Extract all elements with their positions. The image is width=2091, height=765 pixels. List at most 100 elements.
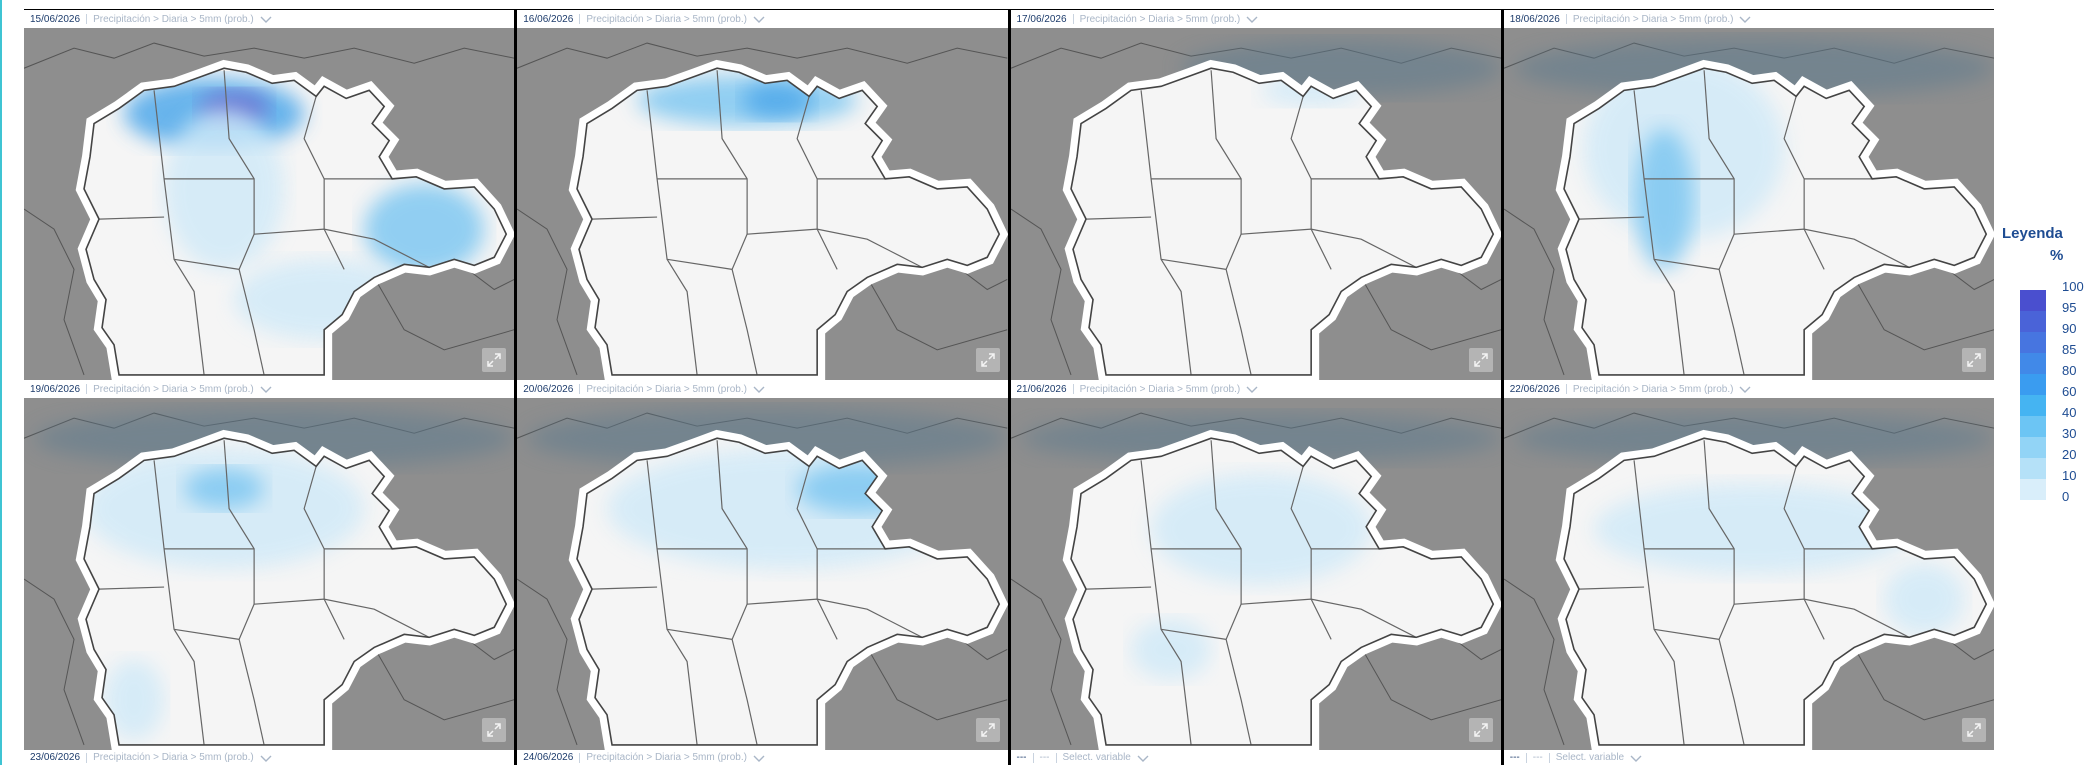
province-border <box>99 216 165 220</box>
panel-header[interactable]: 21/06/2026 Precipitación > Diaria > 5mm … <box>1010 380 1501 398</box>
precip-area <box>1130 619 1211 680</box>
expand-button[interactable] <box>975 348 1000 372</box>
expand-button[interactable] <box>1962 348 1986 372</box>
legend-swatch <box>2020 437 2046 458</box>
province-border <box>1139 460 1192 745</box>
province-border <box>592 586 658 590</box>
precipitation-map[interactable] <box>517 28 1008 380</box>
variable-selector[interactable]: Precipitación > Diaria > 5mm (prob.) <box>1079 13 1241 25</box>
panel-header[interactable]: 16/06/2026 Precipitación > Diaria > 5mm … <box>517 10 1008 28</box>
legend-label: 60 <box>2062 384 2077 399</box>
variable-selector[interactable]: Precipitación > Diaria > 5mm (prob.) <box>1572 383 1734 395</box>
variable-selector[interactable]: Select. variable <box>1062 752 1131 763</box>
variable-selector[interactable]: Precipitación > Diaria > 5mm (prob.) <box>93 13 254 25</box>
chevron-down-icon[interactable] <box>1630 753 1642 763</box>
variable-selector[interactable]: Select. variable <box>1555 752 1625 763</box>
chevron-down-icon[interactable] <box>1246 14 1258 24</box>
precip-area <box>364 183 485 275</box>
precip-area <box>104 659 165 740</box>
neighbour-border <box>1853 277 1994 351</box>
map-svg <box>517 408 1008 750</box>
province-border <box>1733 228 1910 268</box>
header-separator <box>1072 14 1074 24</box>
panel-header[interactable]: 17/06/2026 Precipitación > Diaria > 5mm … <box>1010 10 1501 28</box>
neighbour-border <box>1360 277 1501 351</box>
header-separator <box>1055 752 1057 763</box>
province-border <box>223 440 265 745</box>
panel-header[interactable]: 20/06/2026 Precipitación > Diaria > 5mm … <box>517 380 1008 398</box>
province-border <box>173 628 240 640</box>
province-border <box>747 598 923 638</box>
precipitation-map[interactable] <box>1010 398 1501 750</box>
chevron-down-icon[interactable] <box>260 14 272 24</box>
legend-label: 0 <box>2062 489 2070 504</box>
chevron-down-icon[interactable] <box>753 753 765 763</box>
chevron-down-icon[interactable] <box>1246 384 1258 394</box>
panel-header[interactable]: ------Select. variable <box>1010 750 1501 765</box>
panel-header[interactable]: 19/06/2026 Precipitación > Diaria > 5mm … <box>24 380 515 398</box>
precipitation-map[interactable] <box>1503 398 1994 750</box>
legend-swatch <box>2020 458 2046 479</box>
legend-label: 85 <box>2062 342 2077 357</box>
province-border <box>254 228 430 268</box>
panel-header[interactable]: ------Select. variable <box>1503 750 1994 765</box>
panel-header[interactable]: 18/06/2026 Precipitación > Diaria > 5mm … <box>1503 10 1994 28</box>
precipitation-map[interactable] <box>24 398 515 750</box>
panel-header[interactable]: 15/06/2026 Precipitación > Diaria > 5mm … <box>24 10 515 28</box>
province-border <box>747 228 923 268</box>
map-svg <box>1503 412 1994 750</box>
variable-selector[interactable]: Precipitación > Diaria > 5mm (prob.) <box>586 383 747 395</box>
variable-selector[interactable]: Precipitación > Diaria > 5mm (prob.) <box>1079 383 1241 395</box>
province-border <box>1578 216 1644 220</box>
province-border <box>592 216 658 220</box>
expand-button[interactable] <box>482 348 507 372</box>
variable-selector[interactable]: Precipitación > Diaria > 5mm (prob.) <box>586 13 747 25</box>
neighbour-border <box>866 647 1008 721</box>
expand-button[interactable] <box>1468 348 1493 372</box>
province-border <box>1578 586 1644 590</box>
panel-header[interactable]: 22/06/2026 Precipitación > Diaria > 5mm … <box>1503 380 1994 398</box>
precipitation-map[interactable] <box>517 398 1008 750</box>
expand-button[interactable] <box>1962 718 1986 742</box>
province-border <box>99 586 165 590</box>
expand-button[interactable] <box>482 718 507 742</box>
chevron-down-icon[interactable] <box>260 384 272 394</box>
top-divider <box>24 9 1994 10</box>
chevron-down-icon[interactable] <box>753 14 765 24</box>
variable-selector[interactable]: Precipitación > Diaria > 5mm (prob.) <box>1572 13 1734 25</box>
map-panel-7: 21/06/2026 Precipitación > Diaria > 5mm … <box>1010 380 1501 750</box>
variable-selector[interactable]: Precipitación > Diaria > 5mm (prob.) <box>93 383 254 395</box>
precipitation-map[interactable] <box>1503 28 1994 380</box>
chevron-down-icon[interactable] <box>1739 14 1751 24</box>
chevron-down-icon[interactable] <box>1137 753 1149 763</box>
legend-swatch <box>2020 374 2046 395</box>
legend-unit: % <box>2050 247 2064 264</box>
panel-date: 20/06/2026 <box>523 383 574 395</box>
variable-selector[interactable]: Precipitación > Diaria > 5mm (prob.) <box>586 752 747 763</box>
expand-button[interactable] <box>1468 718 1493 742</box>
panel-extra: --- <box>1532 752 1543 763</box>
province-border <box>153 460 205 745</box>
neighbour-border <box>1360 647 1501 721</box>
expand-button[interactable] <box>975 718 1000 742</box>
legend-label: 30 <box>2062 426 2077 441</box>
header-separator <box>1525 752 1527 763</box>
region-outline <box>576 67 1001 376</box>
legend-title: Leyenda <box>2002 225 2063 242</box>
chevron-down-icon[interactable] <box>1739 384 1751 394</box>
chevron-down-icon[interactable] <box>753 384 765 394</box>
province-border <box>1240 598 1416 638</box>
precip-area <box>797 463 918 514</box>
legend-swatch <box>2020 353 2046 374</box>
precipitation-map[interactable] <box>24 28 515 380</box>
legend-label: 100 <box>2062 279 2084 294</box>
panel-date: 19/06/2026 <box>30 383 81 395</box>
map-panel-8: 22/06/2026 Precipitación > Diaria > 5mm … <box>1503 380 1994 750</box>
chevron-down-icon[interactable] <box>260 753 272 763</box>
precipitation-map[interactable] <box>1010 28 1501 380</box>
panel-date: 16/06/2026 <box>523 13 574 25</box>
variable-selector[interactable]: Precipitación > Diaria > 5mm (prob.) <box>93 752 254 763</box>
header-separator <box>579 14 581 24</box>
